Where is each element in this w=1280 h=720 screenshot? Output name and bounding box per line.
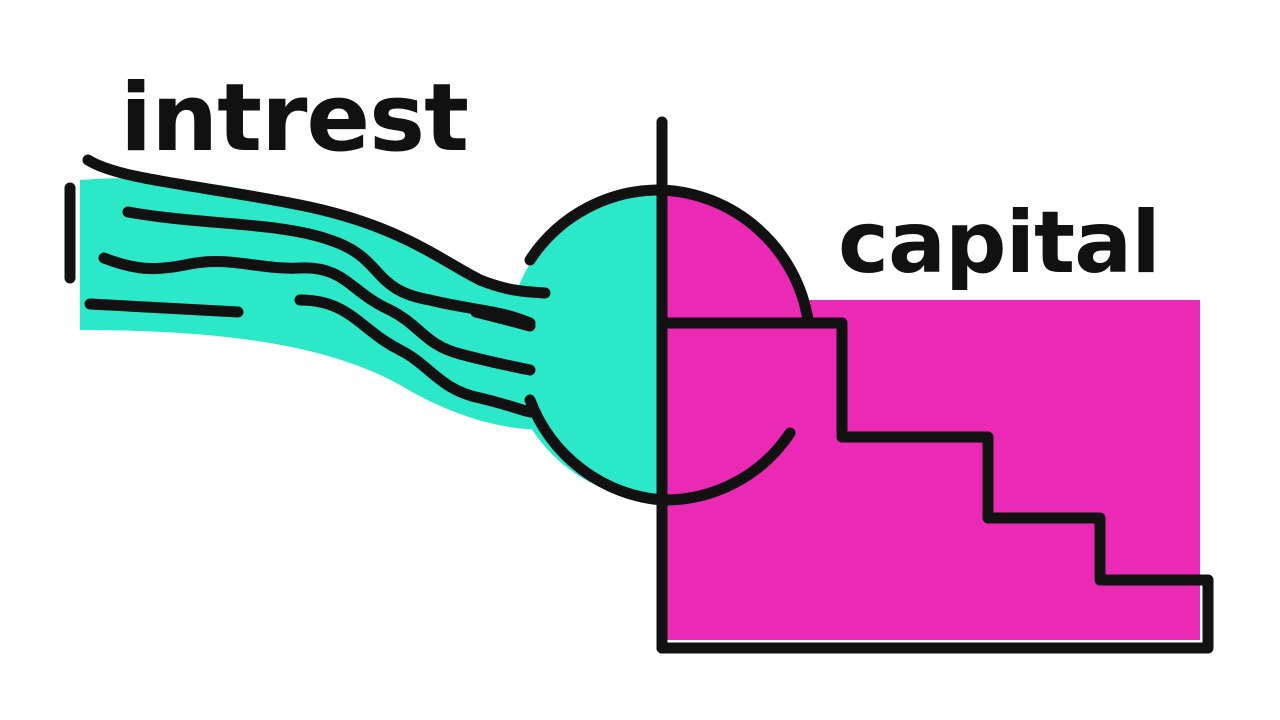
- intrest-label: intrest: [120, 64, 469, 173]
- circle-outline-left: [524, 184, 668, 506]
- stream-line-5: [470, 306, 536, 332]
- stream-line-3: [84, 298, 244, 318]
- circle-right-half: [662, 190, 808, 320]
- outline-strokes: [64, 116, 1214, 654]
- capital-label: capital: [838, 193, 1161, 293]
- stream-line-2: [98, 252, 536, 376]
- stream-top-edge: [82, 154, 551, 299]
- stairs-outline: [656, 317, 1214, 654]
- stream-line-4: [294, 294, 536, 418]
- circle-left-half: [507, 190, 662, 500]
- circle-outline-right-top: [656, 184, 814, 326]
- circle-outline-right-bottom: [656, 427, 796, 506]
- capital-stairs-fill: [662, 300, 1200, 640]
